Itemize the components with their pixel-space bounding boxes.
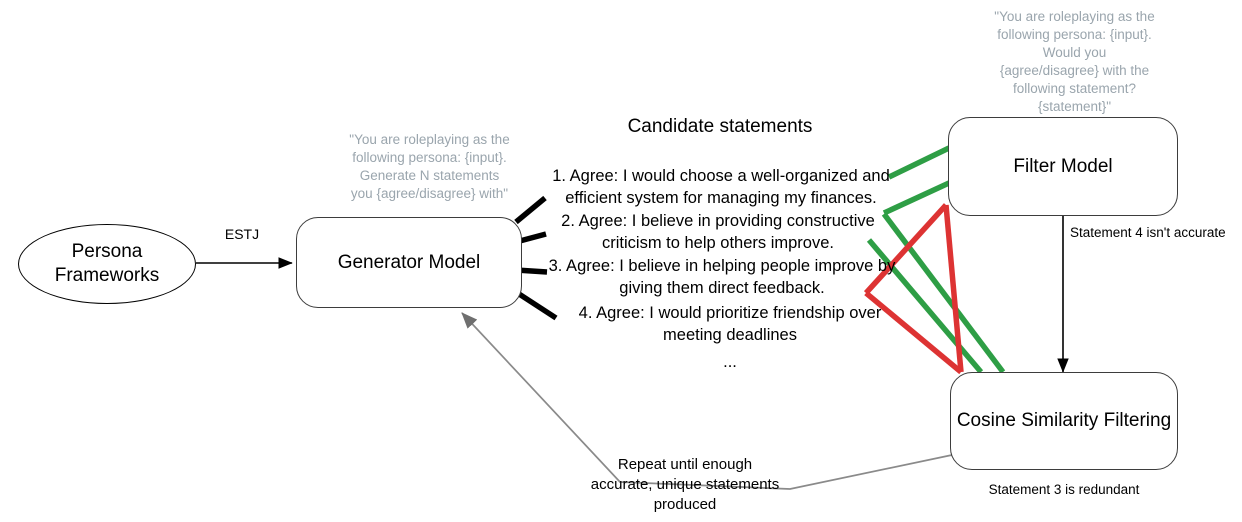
- filter-prompt-text: "You are roleplaying as the following pe…: [994, 9, 1155, 114]
- edge-statement-rejected-to-cosine: [943, 204, 964, 373]
- candidate-statement-2: 2. Agree: I believe in providing constru…: [561, 212, 875, 252]
- edge-statement-1-to-filter: [887, 145, 951, 180]
- node-cosine-similarity-filtering-label: Cosine Similarity Filtering: [956, 410, 1172, 431]
- generator-prompt-text: "You are roleplaying as the following pe…: [349, 132, 510, 201]
- candidate-statements-more: ...: [723, 353, 737, 371]
- node-filter-model[interactable]: Filter Model: [948, 117, 1178, 216]
- edge-filter-accept-1-to-cosine: [881, 212, 1006, 374]
- candidate-statement-4: 4. Agree: I would prioritize friendship …: [578, 304, 882, 344]
- node-cosine-similarity-filtering[interactable]: Cosine Similarity Filtering: [950, 372, 1178, 470]
- edge-label-statement-4-inaccurate: Statement 4 isn't accurate: [1070, 225, 1226, 240]
- node-persona-frameworks-label: Persona Frameworks: [54, 240, 160, 286]
- candidate-statements-heading: Candidate statements: [627, 116, 813, 137]
- caption-statement-3-redundant: Statement 3 is redundant: [988, 482, 1140, 497]
- node-filter-model-label: Filter Model: [1013, 155, 1113, 177]
- node-generator-model[interactable]: Generator Model: [296, 217, 522, 308]
- candidate-statement-1: 1. Agree: I would choose a well-organize…: [552, 167, 890, 207]
- feedback-loop-label: Repeat until enough accurate, unique sta…: [590, 456, 780, 513]
- candidate-statement-3: 3. Agree: I believe in helping people im…: [548, 257, 896, 297]
- node-persona-frameworks[interactable]: Persona Frameworks: [18, 224, 196, 304]
- edge-label-estj: ESTJ: [224, 226, 260, 242]
- node-generator-model-label: Generator Model: [337, 251, 481, 273]
